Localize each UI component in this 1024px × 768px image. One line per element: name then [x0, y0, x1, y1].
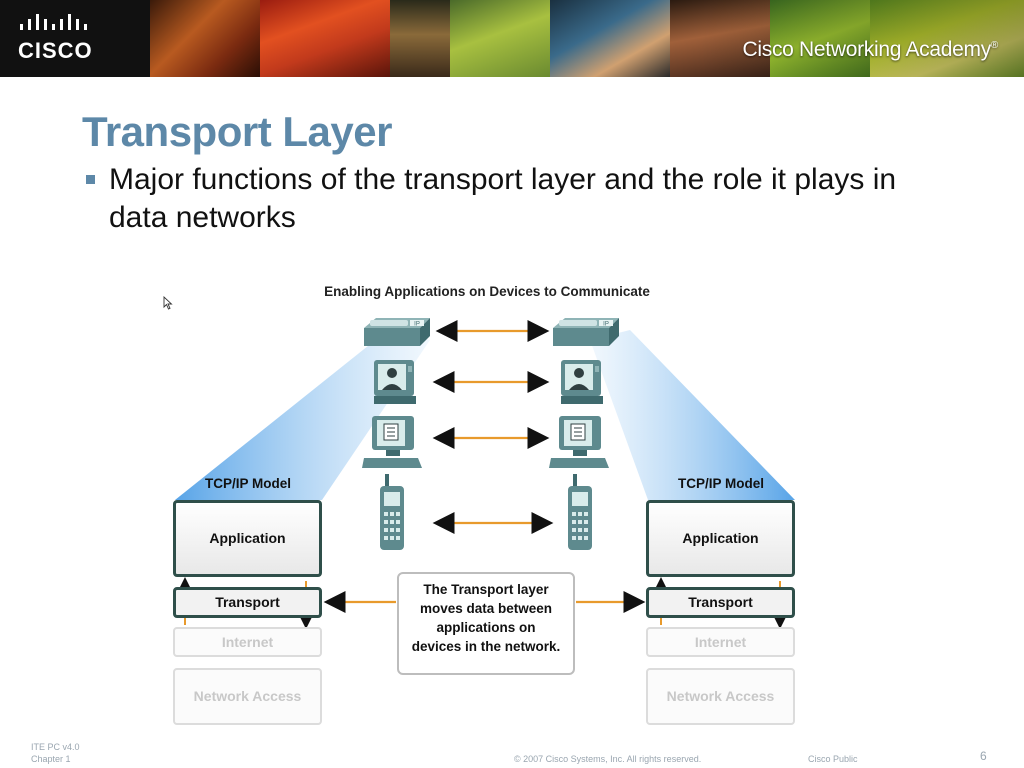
- mobile-phone-icon: [380, 474, 404, 550]
- banner-photo: [450, 0, 550, 77]
- right-application-layer: Application: [646, 500, 795, 577]
- callout-line: devices in the network.: [411, 639, 561, 654]
- banner-photo: [770, 0, 870, 77]
- right-network-access-layer: Network Access: [646, 668, 795, 725]
- slide-title: Transport Layer: [82, 108, 392, 155]
- footer-classification: Cisco Public: [808, 754, 858, 764]
- left-transport-layer: Transport: [173, 587, 322, 618]
- banner-photo: [670, 0, 770, 77]
- banner-photo: [260, 0, 390, 77]
- video-terminal-icon: [374, 360, 416, 404]
- right-internet-layer: Internet: [646, 627, 795, 657]
- registered-mark: ®: [990, 40, 998, 51]
- callout-line: The Transport layer: [423, 582, 549, 597]
- cisco-logo: CISCO: [14, 12, 94, 64]
- diagram-title: Enabling Applications on Devices to Comm…: [324, 284, 650, 299]
- footer-chapter: Chapter 1: [31, 754, 71, 764]
- video-terminal-icon: [561, 360, 603, 404]
- banner-photo: [870, 0, 1024, 77]
- cisco-bridge-icon: [20, 14, 87, 30]
- computer-icon: [362, 416, 422, 468]
- academy-name: Cisco Networking Academy: [742, 38, 992, 61]
- banner-shade: [700, 0, 1024, 77]
- header-banner: CISCO Cisco Networking Academy®: [0, 0, 1024, 77]
- bullet-text: Major functions of the transport layer a…: [109, 163, 897, 234]
- right-model-label: TCP/IP Model: [677, 476, 764, 491]
- left-model-label: TCP/IP Model: [204, 476, 291, 491]
- computer-icon: [549, 416, 609, 468]
- mobile-phone-icon: [568, 474, 592, 550]
- callout-line: applications on: [436, 620, 536, 635]
- bullet-square-icon: [86, 175, 95, 184]
- ip-tag: IP: [414, 322, 420, 328]
- ip-tag: IP: [603, 322, 609, 328]
- banner-photo: [390, 0, 450, 77]
- left-beam: [175, 330, 430, 500]
- right-transport-layer: Transport: [646, 587, 795, 618]
- mouse-cursor-icon: [163, 296, 173, 310]
- footer-course: ITE PC v4.0: [31, 742, 80, 752]
- footer-copyright: © 2007 Cisco Systems, Inc. All rights re…: [514, 754, 702, 764]
- left-internet-layer: Internet: [173, 627, 322, 657]
- left-application-layer: Application: [173, 500, 322, 577]
- ip-phone-icon: IP: [364, 318, 430, 346]
- transport-callout: The Transport layer moves data between a…: [397, 572, 575, 675]
- right-beam: [590, 330, 795, 500]
- cisco-wordmark: CISCO: [18, 38, 93, 63]
- banner-photo: [550, 0, 670, 77]
- page-number: 6: [980, 749, 987, 763]
- left-network-access-layer: Network Access: [173, 668, 322, 725]
- callout-line: moves data between: [419, 601, 553, 616]
- academy-wordmark: Cisco Networking Academy®: [742, 38, 999, 62]
- ip-phone-icon: IP: [553, 318, 619, 346]
- banner-photo: [150, 0, 260, 77]
